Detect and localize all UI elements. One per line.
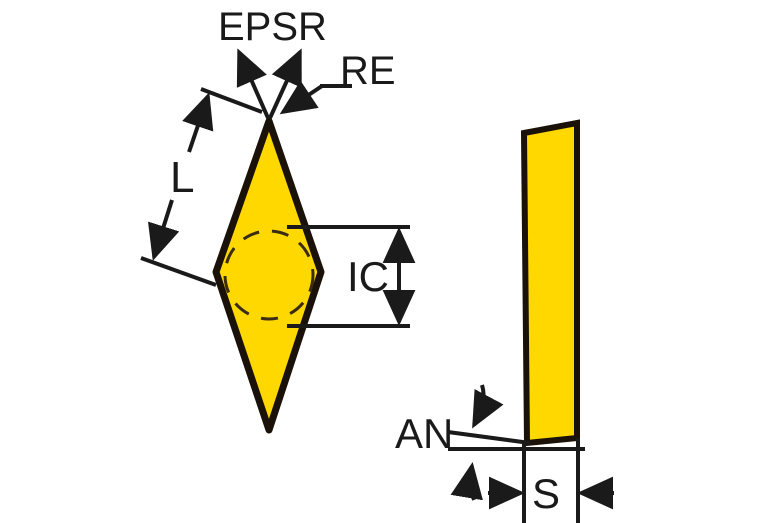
epsr-leader-left — [236, 48, 270, 119]
epsr-leader-right — [268, 48, 302, 119]
insert-side-shape — [520, 119, 580, 447]
re-leader-arrow — [279, 80, 324, 115]
inscribed-circle — [223, 229, 315, 321]
l-arrow-down — [147, 199, 180, 261]
l-arrow-up — [182, 92, 214, 153]
rhombic-insert-top-view — [212, 117, 325, 434]
s-dimension: S — [488, 438, 614, 523]
s-label: S — [532, 470, 560, 517]
epsr-label: EPSR — [218, 5, 327, 49]
re-label: RE — [340, 49, 396, 93]
an-arrow-upper — [472, 384, 504, 429]
ic-dimension: IC — [287, 225, 416, 328]
an-label: AN — [395, 410, 453, 457]
an-dimension: AN — [395, 384, 585, 501]
l-extension-upper — [200, 87, 263, 114]
re-annotation: RE — [279, 49, 396, 115]
insert-side-view — [520, 119, 580, 447]
an-arrow-lower — [450, 462, 483, 501]
an-flank-line — [447, 430, 531, 445]
insert-rhombus-shape — [212, 117, 325, 434]
l-extension-lower — [140, 256, 217, 287]
ic-label: IC — [347, 253, 389, 300]
l-dimension: L — [140, 87, 263, 287]
l-label: L — [170, 153, 194, 202]
